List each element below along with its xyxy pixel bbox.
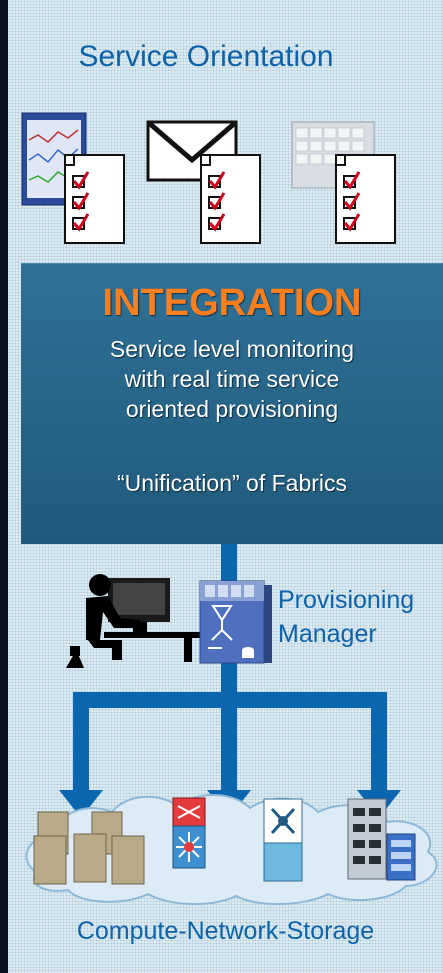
integration-heading: INTEGRATION: [102, 282, 362, 324]
provisioning-label-line: Manager: [278, 620, 377, 648]
checklist-icon: [200, 154, 261, 244]
fabric-switch-icon: [263, 798, 303, 882]
diagram-panel: Service Orientation: [8, 0, 443, 973]
operator-icon: [66, 574, 204, 668]
server-stack-icon: [33, 811, 145, 885]
network-switch-icon: [172, 797, 206, 869]
provisioning-manager-label: Provisioning Manager: [278, 583, 414, 651]
footer-label: Compute-Network-Storage: [76, 917, 375, 945]
checklist-icon: [64, 154, 125, 244]
storage-array-icon: [347, 798, 416, 881]
diagram-graphics: [21, 112, 438, 905]
checklist-icon: [335, 154, 396, 244]
integration-line: Service level monitoring: [109, 336, 355, 362]
provisioning-label-line: Provisioning: [278, 586, 415, 614]
integration-line: oriented provisioning: [125, 396, 339, 422]
provisioning-manager-icon: [199, 580, 272, 664]
integration-box: INTEGRATION Service level monitoring wit…: [21, 263, 443, 544]
diagram-title: Service Orientation: [78, 40, 334, 73]
integration-line: with real time service: [124, 366, 340, 392]
unification-label: “Unification” of Fabrics: [116, 470, 348, 496]
